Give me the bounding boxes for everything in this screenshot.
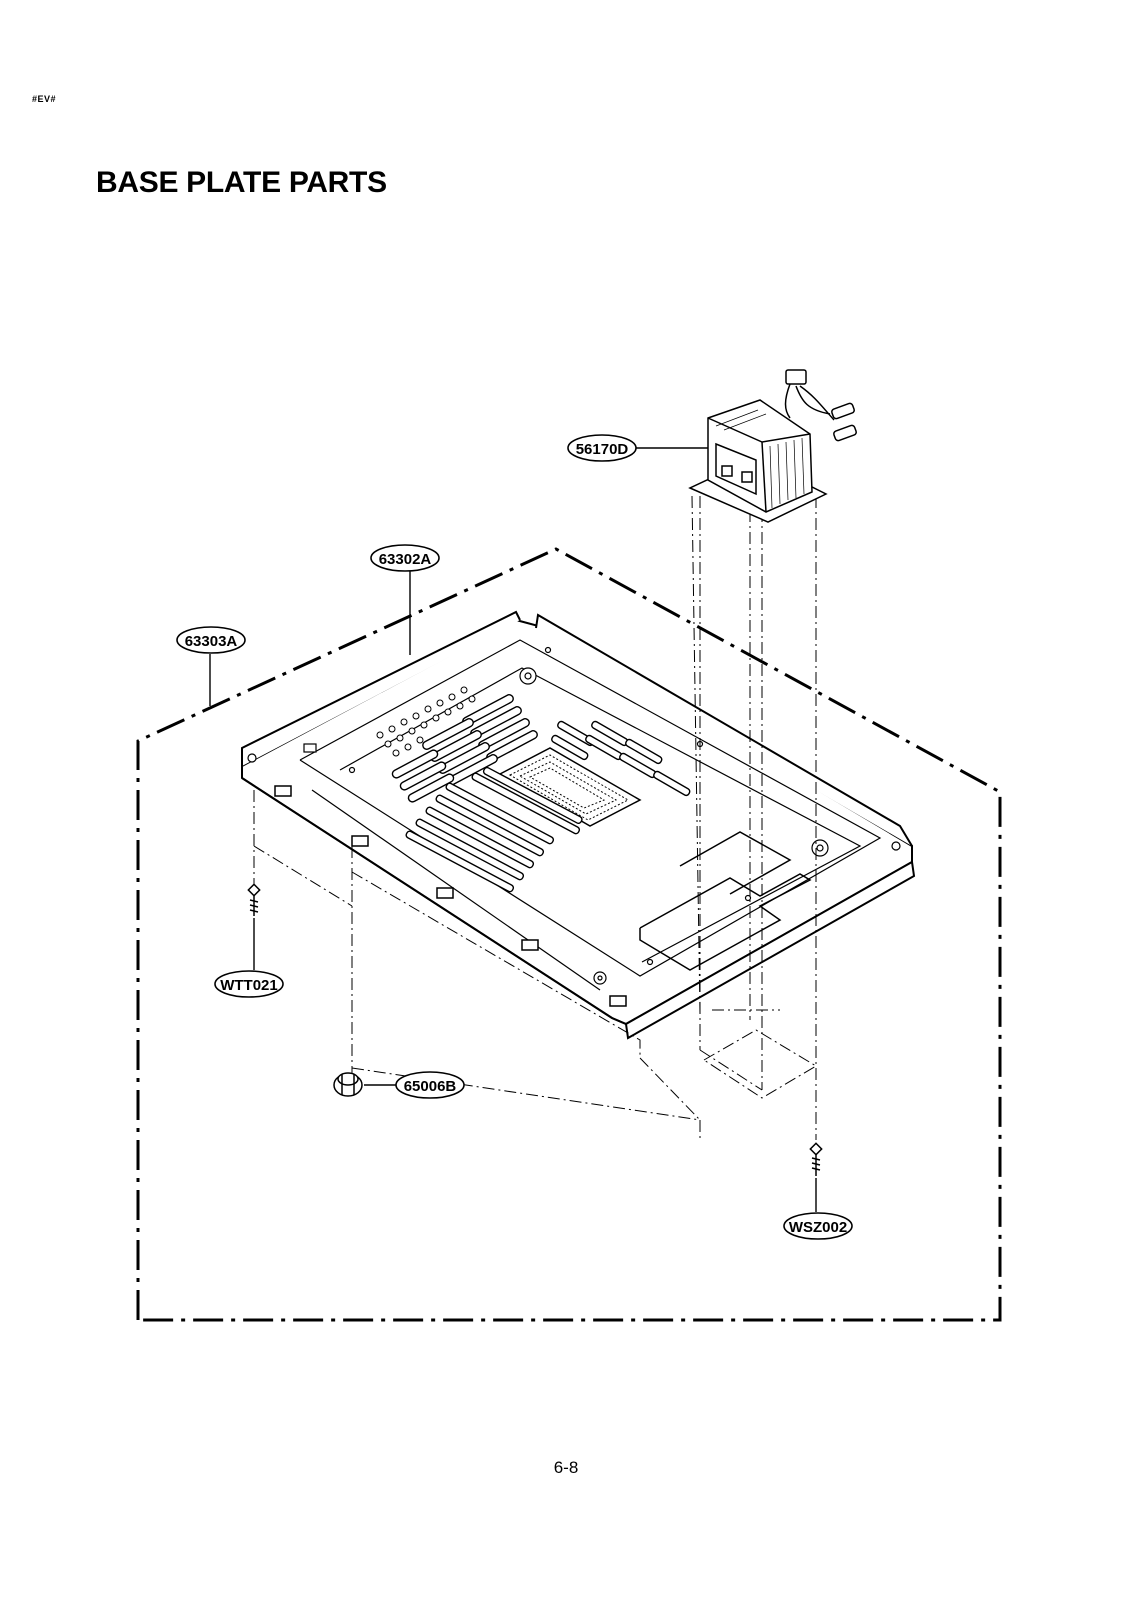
vent-slots-upper xyxy=(391,694,538,803)
perforation-dots xyxy=(376,686,476,757)
nut-65006b xyxy=(333,1072,363,1097)
svg-text:63303A: 63303A xyxy=(185,633,238,650)
svg-text:WTT021: WTT021 xyxy=(220,977,278,994)
svg-text:56170D: 56170D xyxy=(576,441,629,458)
plate-small-slot xyxy=(303,743,317,753)
assembly-boundary xyxy=(136,547,1002,1322)
vent-slots-right xyxy=(551,720,691,797)
page-number: 6-8 xyxy=(0,1458,1132,1478)
svg-text:63302A: 63302A xyxy=(379,551,432,568)
page-title: BASE PLATE PARTS xyxy=(96,166,387,199)
leader-lines xyxy=(209,447,817,1212)
screw-wtt021 xyxy=(247,883,261,916)
plate-recess-lines xyxy=(299,639,882,991)
label-63303a: 63303A xyxy=(176,626,246,654)
plate-feet xyxy=(274,785,627,1007)
label-wtt021: WTT021 xyxy=(214,970,284,998)
label-63302a: 63302A xyxy=(370,544,440,572)
label-wsz002: WSZ002 xyxy=(783,1212,853,1240)
svg-text:WSZ002: WSZ002 xyxy=(789,1219,847,1236)
page-code: #EV# xyxy=(32,94,57,104)
label-56170d: 56170D xyxy=(567,434,637,462)
svg-text:65006B: 65006B xyxy=(404,1078,457,1095)
mounting-holes xyxy=(247,646,901,985)
vent-slots-lower xyxy=(405,766,583,893)
label-65006b: 65006B xyxy=(395,1071,465,1099)
transformer xyxy=(688,369,857,523)
projection-lines xyxy=(253,495,817,1140)
screw-wsz002 xyxy=(809,1142,823,1176)
page-number-text: 6-8 xyxy=(553,1458,579,1477)
transformer-recess xyxy=(639,831,812,971)
part-labels: 56170D 63302A 63303A WTT021 65006B WSZ00… xyxy=(176,434,853,1240)
